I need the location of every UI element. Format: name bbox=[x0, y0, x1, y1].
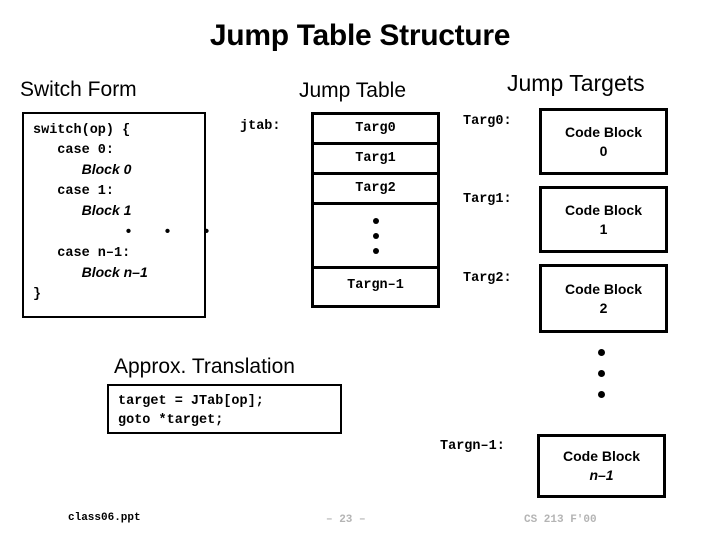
switch-form-code: switch(op) { case 0: Block 0 case 1: Blo… bbox=[33, 121, 215, 304]
code-block-box-2: Code Block 2 bbox=[539, 264, 668, 333]
code-block-title: Code Block bbox=[564, 123, 642, 140]
switch-code-line-4: case 1: bbox=[33, 183, 115, 199]
switch-code-indent-3 bbox=[33, 164, 82, 179]
switch-block-label-n: Block n–1 bbox=[81, 264, 148, 281]
page-title: Jump Table Structure bbox=[209, 19, 511, 52]
target-label-2: Targ2: bbox=[463, 271, 512, 286]
ellipsis-dot bbox=[598, 370, 605, 377]
footer-filename: class06.ppt bbox=[68, 512, 141, 524]
code-block-index: 0 bbox=[599, 142, 608, 159]
section-heading-jump-targets: Jump Targets bbox=[507, 70, 645, 96]
footer-page-number: – 23 – bbox=[326, 514, 366, 526]
target-label-1: Targ1: bbox=[463, 192, 512, 207]
jump-table-entry: Targ0 bbox=[314, 115, 437, 145]
jump-table-ellipsis-cell bbox=[314, 205, 437, 269]
code-block-title: Code Block bbox=[564, 201, 642, 218]
switch-code-indent-5 bbox=[33, 205, 82, 220]
approx-translation-code-box: target = JTab[op]; goto *target; bbox=[107, 384, 342, 434]
footer-course-label: CS 213 F'00 bbox=[524, 514, 597, 526]
target-label-0: Targ0: bbox=[463, 114, 512, 129]
approx-translation-code: target = JTab[op]; goto *target; bbox=[118, 392, 264, 430]
jump-table-entry: Targ1 bbox=[314, 145, 437, 175]
code-block-title: Code Block bbox=[564, 280, 642, 297]
code-block-index: n–1 bbox=[589, 467, 614, 483]
switch-block-label-1: Block 1 bbox=[81, 202, 132, 219]
jump-table-entry: Targ2 bbox=[314, 175, 437, 205]
switch-code-indent-8 bbox=[33, 267, 82, 282]
switch-code-line-1: switch(op) { bbox=[33, 123, 131, 138]
jump-targets-ellipsis bbox=[598, 349, 605, 398]
section-heading-approx-translation: Approx. Translation bbox=[114, 355, 295, 378]
code-block-box-0: Code Block 0 bbox=[539, 108, 668, 175]
jump-table-entry: Targn–1 bbox=[347, 278, 404, 293]
switch-ellipsis-dots: • • • bbox=[33, 223, 216, 241]
approx-code-line-1: target = JTab[op]; bbox=[118, 394, 264, 409]
switch-code-line-7: case n–1: bbox=[33, 245, 131, 261]
approx-code-line-2: goto *target; bbox=[118, 413, 224, 428]
ellipsis-dot bbox=[372, 217, 379, 224]
switch-block-label-0: Block 0 bbox=[81, 161, 132, 178]
code-block-index: 1 bbox=[599, 220, 608, 237]
jump-table-box: Targ0 Targ1 Targ2 Targn–1 bbox=[311, 112, 440, 308]
switch-form-code-box: switch(op) { case 0: Block 0 case 1: Blo… bbox=[22, 112, 211, 318]
section-heading-jump-table: Jump Table bbox=[299, 79, 407, 102]
section-heading-switch-form: Switch Form bbox=[20, 78, 137, 101]
switch-code-line-9: } bbox=[33, 286, 42, 302]
jump-table-symbol-label: jtab: bbox=[240, 119, 281, 134]
code-block-title: Code Block bbox=[562, 448, 640, 464]
code-block-box-n: Code Block n–1 bbox=[537, 434, 666, 498]
code-block-index: 2 bbox=[599, 299, 608, 316]
code-block-box-1: Code Block 1 bbox=[539, 186, 668, 253]
target-label-n: Targn–1: bbox=[440, 439, 505, 454]
ellipsis-dot bbox=[372, 247, 379, 254]
ellipsis-dot bbox=[598, 391, 605, 398]
ellipsis-dot bbox=[372, 232, 379, 239]
switch-code-line-2: case 0: bbox=[33, 142, 115, 158]
ellipsis-dot bbox=[598, 349, 605, 356]
